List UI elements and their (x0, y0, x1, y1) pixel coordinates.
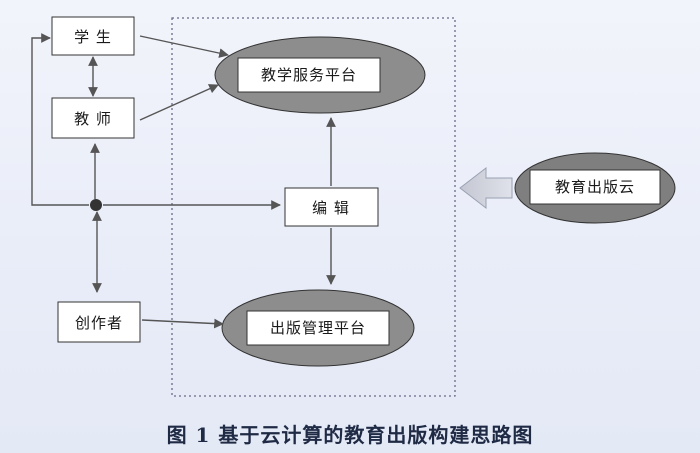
education-cloud-label: 教育出版云 (555, 178, 635, 196)
system-boundary (171, 17, 456, 397)
teacher-box (51, 97, 135, 139)
publishing-platform-label: 出版管理平台 (270, 319, 366, 337)
figure-caption: 图 1 基于云计算的教育出版构建思路图 (166, 423, 534, 447)
student-to-platform-arrow (139, 35, 229, 58)
teacher-label: 教 师 (74, 110, 112, 128)
loop-to-student-arrow (31, 33, 89, 206)
editor-label: 编 辑 (312, 199, 350, 217)
publishing-platform-box (246, 310, 390, 346)
creator-to-publishing-arrow (141, 318, 224, 329)
teaching-platform-label: 教学服务平台 (261, 66, 357, 84)
student-box (51, 16, 135, 56)
junction-node (90, 199, 102, 211)
cloud-to-system-arrow (459, 166, 513, 210)
teacher-to-platform-arrow (139, 84, 219, 121)
creator-box (57, 301, 141, 343)
editor-box (284, 187, 379, 227)
teaching-platform-box (237, 57, 381, 93)
creator-label: 创作者 (75, 314, 123, 332)
student-label: 学 生 (74, 28, 112, 46)
education-cloud-box (529, 169, 661, 205)
